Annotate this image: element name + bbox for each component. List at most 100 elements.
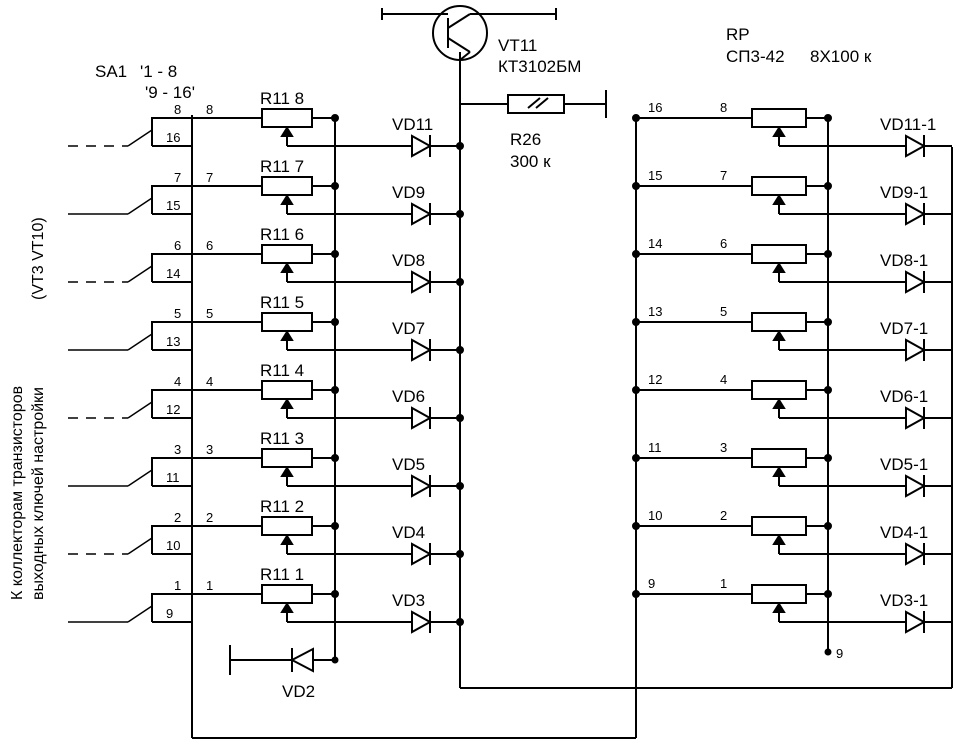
resistor-label: R11 8 [260,89,304,108]
right-row [632,448,952,498]
rp-ref: RP [726,25,750,44]
switch-pin-bottom: 15 [166,198,180,213]
switch-pin-top: 4 [174,374,181,389]
rp-pin: 10 [648,508,662,523]
junction-dot [632,250,640,258]
wire-pin: 1 [206,578,213,593]
rp-sub-pin: 6 [720,236,727,251]
junction-dot [824,590,832,598]
node-9-label: 9 [836,646,843,661]
diode-label: VD9 [392,183,425,202]
junction-dot [331,590,339,598]
junction-dot [824,386,832,394]
wire-pin: 8 [206,102,213,117]
switch-pin-bottom: 16 [166,130,180,145]
rp-sub-pin: 4 [720,372,727,387]
diode-label: VD7-1 [880,319,928,338]
resistor-r26 [460,90,607,118]
right-row [632,244,952,294]
rp-sub-pin: 7 [720,168,727,183]
switch-pin-bottom: 14 [166,266,180,281]
rp-sub-pin: 1 [720,576,727,591]
switch-pin-top: 7 [174,170,181,185]
junction-dot [456,414,464,422]
switch-pin-top: 1 [174,578,181,593]
left-row [68,312,464,362]
wire-pin: 7 [206,170,213,185]
left-row [68,176,464,226]
diode-label: VD7 [392,319,425,338]
diode-label: VD8 [392,251,425,270]
rp-sub-pin: 8 [720,100,727,115]
junction-dot [824,522,832,530]
left-row [68,380,464,430]
left-row [68,516,464,566]
rp-pin: 15 [648,168,662,183]
wire-pin: 4 [206,374,213,389]
switch-pin-bottom: 11 [166,470,180,485]
resistor-label: R11 2 [260,497,304,516]
junction-dot [331,386,339,394]
transistor-type: КТ3102БМ [498,57,581,76]
r26-ref: R26 [510,130,541,149]
junction-dot [632,522,640,530]
resistor-label: R11 5 [260,293,304,312]
resistor-label: R11 4 [260,361,304,380]
switch-pin-top: 6 [174,238,181,253]
junction-dot [331,250,339,258]
junction-dot [456,346,464,354]
left-row [68,448,464,498]
diode-label: VD6 [392,387,425,406]
diode-label: VD3 [392,591,425,610]
switch-positions-2: '9 - 16' [145,83,195,102]
diode-label: VD8-1 [880,251,928,270]
junction-dot [824,454,832,462]
junction-dot [331,656,339,664]
switch-pin-top: 2 [174,510,181,525]
diode-label: VD5-1 [880,455,928,474]
junction-dot [632,454,640,462]
wire-pin: 6 [206,238,213,253]
right-row [632,176,952,226]
diode-label: VD4-1 [880,523,928,542]
left-row [68,244,464,294]
switch-pin-bottom: 12 [166,402,180,417]
switch-pin-bottom: 10 [166,538,180,553]
junction-dot [456,550,464,558]
diode-vd2 [289,647,314,673]
junction-dot [456,482,464,490]
diode-label: VD5 [392,455,425,474]
rp-pin: 11 [648,440,662,455]
switch-positions-1: '1 - 8 [140,62,177,81]
right-row [632,380,952,430]
junction-dot [632,182,640,190]
wire-pin: 3 [206,442,213,457]
junction-dot [456,210,464,218]
switch-pin-top: 8 [174,102,181,117]
right-row [632,108,952,158]
wire-pin: 2 [206,510,213,525]
rp-pin: 14 [648,236,662,251]
diode-label: VD11-1 [880,115,936,134]
switch-pin-bottom: 13 [166,334,180,349]
side-note: К коллекторам транзисторов выходных ключ… [9,217,47,600]
diode-label: VD9-1 [880,183,928,202]
junction-dot [824,318,832,326]
diode-label: VD3-1 [880,591,928,610]
junction-dot [824,182,832,190]
junction-dot [824,114,832,122]
wire-pin: 5 [206,306,213,321]
rp-value: 8Х100 к [810,47,872,66]
resistor-label: R11 6 [260,225,304,244]
vd2-label: VD2 [282,682,315,701]
junction-dot [456,142,464,150]
transistor-ref: VT11 [498,36,537,55]
resistor-label: R11 3 [260,429,304,448]
rp-pin: 16 [648,100,662,115]
side-note-line3: (VT3 VT10) [30,217,47,300]
left-row [68,584,464,634]
junction-dot [331,522,339,530]
